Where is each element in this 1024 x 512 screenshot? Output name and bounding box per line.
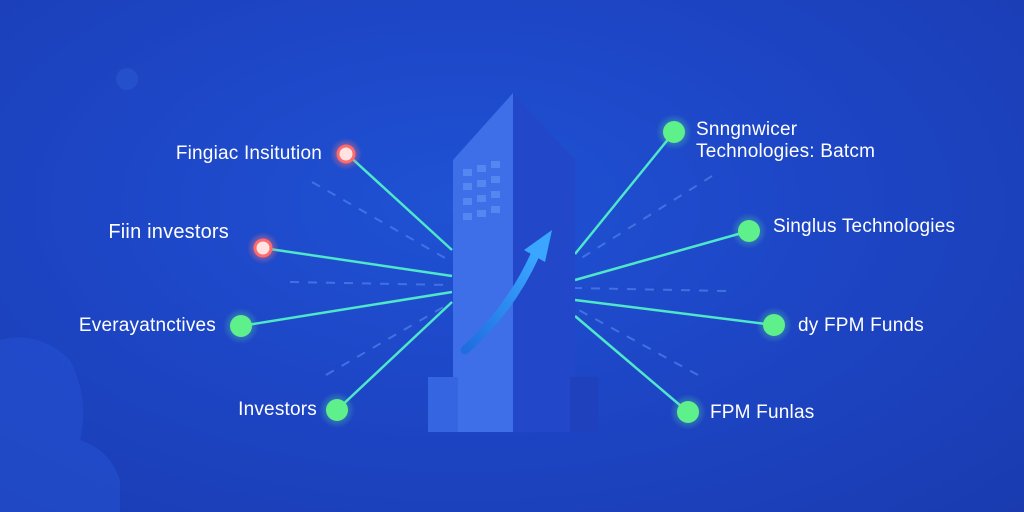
upward-arrow-icon <box>460 230 552 355</box>
green-node-icon <box>677 401 699 423</box>
node-label-left-1: Fingiac Insitution <box>175 143 322 164</box>
node-label-left-3: Everayatnctives <box>78 315 216 336</box>
green-node-icon <box>326 399 348 421</box>
node-label-right-1-line1: Snngnwicer <box>696 119 798 140</box>
node-label-left-2: Fiin investors <box>108 221 229 243</box>
red-node-icon <box>336 144 356 164</box>
node-label-right-4: FPM Funlas <box>710 402 815 423</box>
decor-dot <box>116 68 138 90</box>
green-node-icon <box>663 121 685 143</box>
node-label-right-2: Singlus Technologies <box>773 216 956 237</box>
right-nodes <box>656 114 792 430</box>
solid-connectors <box>240 131 775 413</box>
node-label-left-4: Investors <box>238 399 317 420</box>
green-node-icon <box>763 314 785 336</box>
green-node-icon <box>230 315 252 337</box>
left-nodes <box>223 138 362 428</box>
node-label-right-3: dy FPM Funds <box>798 315 924 336</box>
decor-cloud <box>0 337 120 512</box>
red-node-icon <box>253 238 273 258</box>
node-label-right-1-line2: Technologies: Batcm <box>696 141 876 162</box>
green-node-icon <box>738 220 760 242</box>
dashed-connectors <box>289 175 727 376</box>
office-building-icon <box>428 93 598 432</box>
node-label-right-1: Snngnwicer Technologies: Batcm <box>696 119 875 163</box>
